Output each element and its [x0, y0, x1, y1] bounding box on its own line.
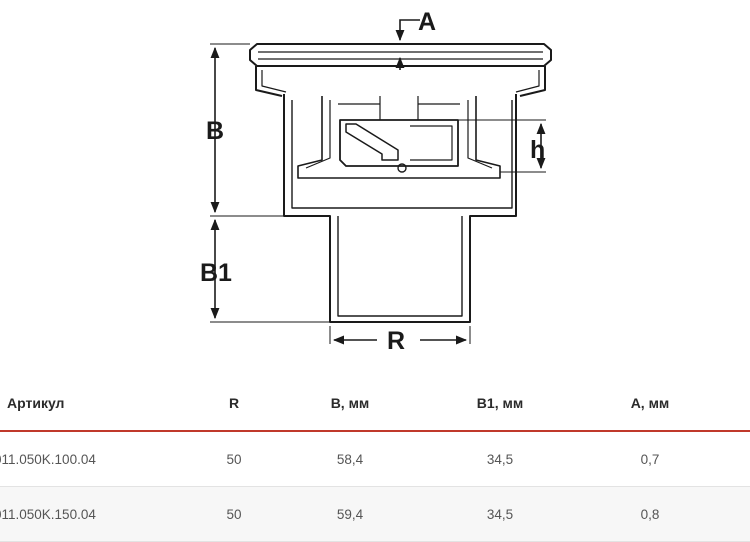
cell-r: 50	[226, 451, 242, 467]
frame	[255, 66, 546, 97]
cell-r: 50	[226, 506, 242, 522]
cell-b: 58,4	[336, 451, 364, 467]
cell-b: 59,4	[336, 506, 364, 522]
header-r: R	[228, 395, 240, 411]
header-a: A, мм	[630, 395, 670, 411]
outlet-pipe	[337, 216, 463, 317]
drain-technical-drawing: A B B1 h R	[200, 8, 552, 355]
label-b: B	[206, 117, 224, 145]
cell-a: 0,7	[640, 451, 660, 467]
dimension-lines	[210, 19, 546, 345]
label-r: R	[387, 327, 405, 355]
cell-article: 011.050K.100.04	[0, 451, 96, 467]
table-header-row: Артикул R B, мм B1, мм A, мм	[0, 376, 750, 432]
cell-b1: 34,5	[486, 506, 514, 522]
table-row: 011.050K.100.04 50 58,4 34,5 0,7	[0, 432, 750, 487]
header-b1: B1, мм	[476, 395, 524, 411]
cell-a: 0,8	[640, 506, 660, 522]
label-a: A	[418, 8, 436, 36]
cell-article: 011.050K.150.04	[0, 506, 96, 522]
table-row: 011.050K.150.04 50 59,4 34,5 0,8	[0, 487, 750, 542]
outer-body	[283, 94, 517, 323]
cell-b1: 34,5	[486, 451, 514, 467]
label-h: h	[530, 136, 545, 164]
siphon-insert	[339, 119, 459, 167]
spec-table: Артикул R B, мм B1, мм A, мм 011.050K.10…	[0, 376, 750, 542]
header-article: Артикул	[7, 395, 65, 411]
trap-cup	[297, 96, 501, 179]
top-grate	[249, 43, 552, 67]
label-b1: B1	[200, 259, 232, 287]
drain-body	[249, 43, 552, 323]
header-b: B, мм	[330, 395, 370, 411]
